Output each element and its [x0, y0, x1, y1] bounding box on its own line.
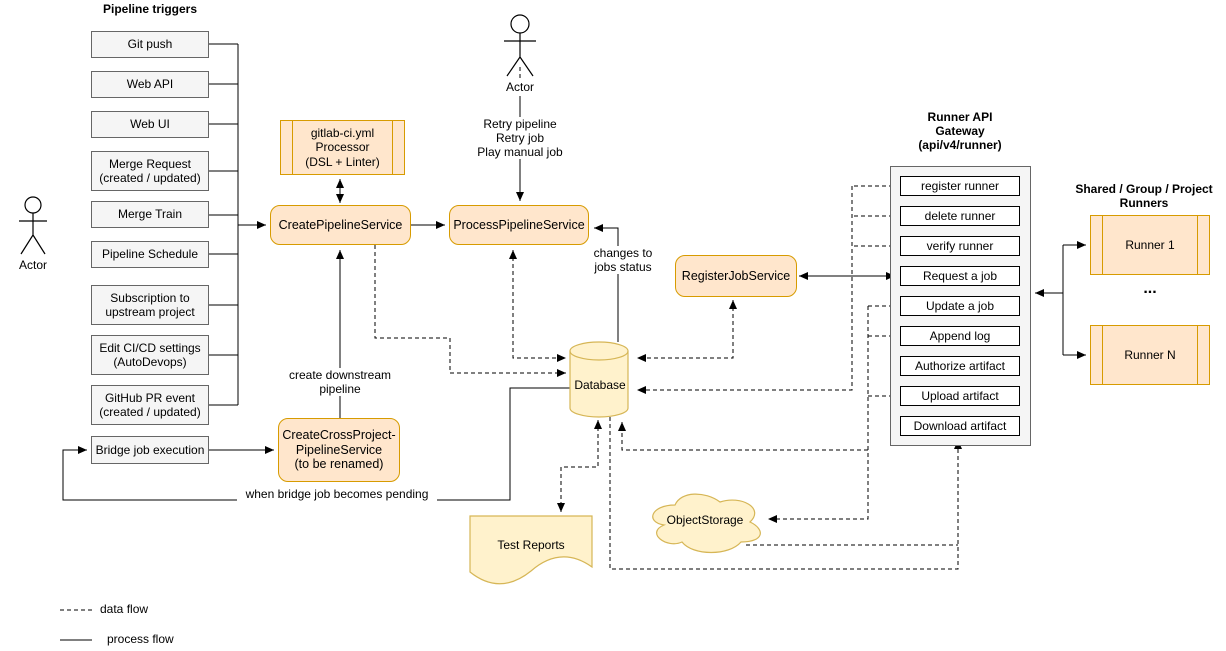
trigger-subscription-upstream: Subscription to upstream project — [91, 285, 209, 325]
edge-gateway-job-stubs — [868, 305, 900, 397]
edge-registerjob-db — [637, 300, 737, 362]
endpoint-delete-runner: delete runner — [900, 206, 1020, 226]
changes-jobs-status-label: changes to jobs status — [590, 246, 656, 275]
legend-data-flow-label: data flow — [100, 602, 149, 616]
trigger-bridge-job-execution: Bridge job execution — [91, 436, 209, 464]
process-bar — [1102, 326, 1103, 384]
endpoint-register-runner: register runner — [900, 176, 1020, 196]
endpoint-authorize-artifact: Authorize artifact — [900, 356, 1020, 376]
objectstorage-shape — [652, 493, 761, 553]
trigger-git-push: Git push — [91, 31, 209, 58]
pipeline-triggers-title: Pipeline triggers — [102, 2, 198, 16]
process-bar — [392, 121, 393, 174]
gitlab-ci-yml-processor: gitlab-ci.yml Processor (DSL + Linter) — [280, 120, 405, 175]
database-label: Database — [574, 378, 626, 392]
trigger-edit-cicd-settings: Edit CI/CD settings (AutoDevops) — [91, 335, 209, 375]
runner-1-label: Runner 1 — [1125, 237, 1175, 252]
trigger-web-api: Web API — [91, 71, 209, 98]
create-downstream-label: create downstream pipeline — [268, 368, 412, 397]
endpoint-upload-artifact: Upload artifact — [900, 386, 1020, 406]
register-job-service: RegisterJobService — [675, 255, 797, 297]
edge-db-testreports — [557, 420, 602, 512]
create-pipeline-service: CreatePipelineService — [270, 205, 411, 245]
process-bar — [1197, 216, 1198, 274]
process-bar — [292, 121, 293, 174]
process-bar — [1197, 326, 1198, 384]
runner-1: Runner 1 — [1090, 215, 1210, 275]
runner-n: Runner N — [1090, 325, 1210, 385]
edge-trunk-b-branch-to-db — [618, 422, 868, 451]
process-bar — [1102, 216, 1103, 274]
actor-left-label: Actor — [18, 258, 47, 272]
actor-left-figure — [19, 196, 47, 255]
edge-processpipeline-db — [509, 250, 566, 362]
endpoint-verify-runner: verify runner — [900, 236, 1020, 256]
processor-label: gitlab-ci.yml Processor (DSL + Linter) — [305, 126, 380, 169]
endpoint-update-a-job: Update a job — [900, 296, 1020, 316]
test-reports-shape — [469, 515, 593, 585]
process-pipeline-service: ProcessPipelineService — [449, 205, 589, 245]
endpoint-append-log: Append log — [900, 326, 1020, 346]
edge-createpipeline-to-db — [374, 245, 566, 377]
trigger-pipeline-schedule: Pipeline Schedule — [91, 241, 209, 268]
trigger-merge-train: Merge Train — [91, 201, 209, 228]
bridge-pending-label: when bridge job becomes pending — [237, 487, 437, 502]
trigger-merge-request: Merge Request (created / updated) — [91, 151, 209, 191]
object-storage-label: ObjectStorage — [666, 513, 744, 527]
runner-n-label: Runner N — [1124, 347, 1176, 362]
edge-db-to-download-artifact — [609, 417, 962, 570]
actor-top-label: Actor — [505, 80, 534, 94]
endpoint-download-artifact: Download artifact — [900, 416, 1020, 436]
edge-gateway-trunk-b-to-objectstorage — [768, 306, 869, 523]
trigger-web-ui: Web UI — [91, 111, 209, 138]
endpoint-request-a-job: Request a job — [900, 266, 1020, 286]
create-cross-project-pipeline-service: CreateCrossProject- PipelineService (to … — [278, 418, 400, 482]
runners-title: Shared / Group / Project Runners — [1075, 182, 1213, 211]
trigger-github-pr-event: GitHub PR event (created / updated) — [91, 385, 209, 425]
edge-gateway-trunk-a-to-db — [637, 186, 853, 394]
edge-db-changes-to-processpipeline — [594, 224, 619, 342]
legend-process-flow-label: process flow — [107, 632, 174, 646]
retry-actions-label: Retry pipeline Retry job Play manual job — [448, 117, 592, 160]
actor-top-figure — [504, 14, 536, 77]
runners-ellipsis: ... — [1143, 280, 1157, 297]
test-reports-label: Test Reports — [497, 538, 565, 552]
edge-trigger-stubs — [209, 43, 238, 406]
database-shape — [569, 341, 629, 418]
runner-api-gateway-title: Runner API Gateway (api/v4/runner) — [918, 110, 1002, 153]
